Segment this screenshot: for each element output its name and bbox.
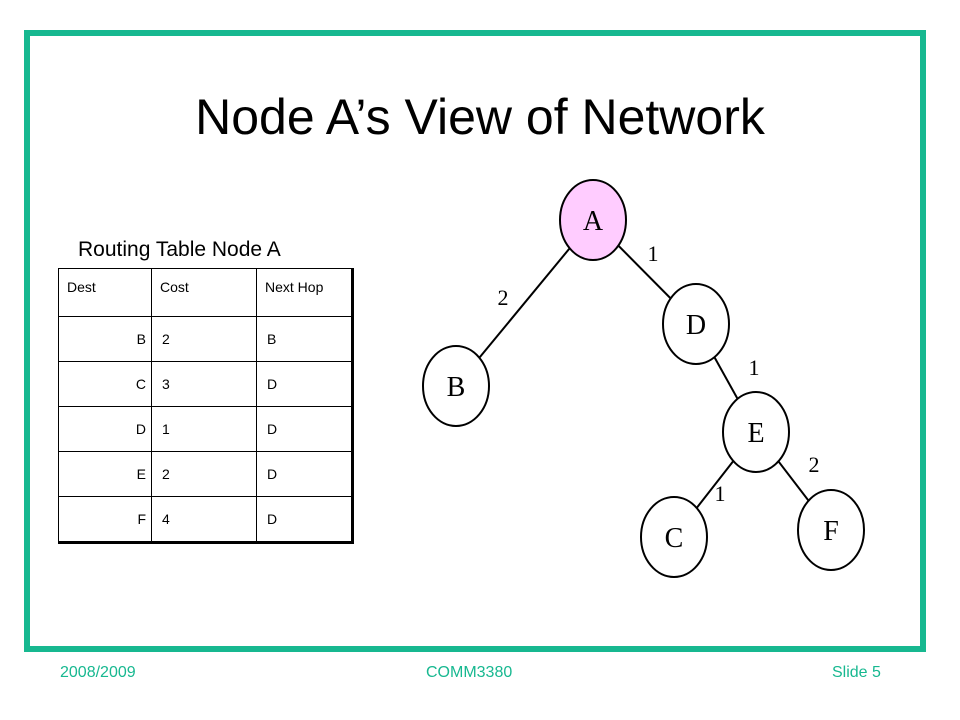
routing-table-header-row: Dest Cost Next Hop xyxy=(58,268,353,317)
node-e: E xyxy=(722,391,790,473)
cell-cost: 1 xyxy=(151,405,257,452)
node-label: E xyxy=(747,418,764,449)
cell-next-hop: D xyxy=(256,495,353,544)
table-row: B 2 B xyxy=(58,316,353,362)
routing-table-caption: Routing Table Node A xyxy=(78,238,281,261)
edge-cost-a-b: 2 xyxy=(498,285,509,310)
cell-next-hop: D xyxy=(256,360,353,407)
node-circle xyxy=(797,489,865,571)
edges-layer xyxy=(455,219,832,538)
cell-dest: F xyxy=(58,495,152,544)
node-circle xyxy=(640,496,708,578)
cell-next-hop: B xyxy=(256,316,353,362)
node-c: C xyxy=(640,496,708,578)
cell-next-hop: D xyxy=(256,450,353,497)
table-row: E 2 D xyxy=(58,450,353,497)
node-circle xyxy=(662,283,730,365)
edge-cost-d-e: 1 xyxy=(749,355,760,380)
table-row: F 4 D xyxy=(58,495,353,544)
table-row: C 3 D xyxy=(58,360,353,407)
node-label: A xyxy=(583,206,604,237)
cell-next-hop: D xyxy=(256,405,353,452)
slide-title: Node A’s View of Network xyxy=(195,89,765,145)
header-dest: Dest xyxy=(58,268,152,317)
edge-cost-e-c: 1 xyxy=(715,481,726,506)
node-d: D xyxy=(662,283,730,365)
node-b: B xyxy=(422,345,490,427)
table-row: D 1 D xyxy=(58,405,353,452)
node-circle xyxy=(559,179,627,261)
node-label: B xyxy=(447,372,466,403)
node-a: A xyxy=(559,179,627,261)
edge-cost-a-d: 1 xyxy=(648,241,659,266)
footer-year: 2008/2009 xyxy=(60,664,136,681)
edge-costs-layer: 2 1 1 1 2 xyxy=(498,241,820,506)
edge-cost-e-f: 2 xyxy=(809,452,820,477)
footer-slide-number: Slide 5 xyxy=(832,664,881,681)
node-circle xyxy=(422,345,490,427)
node-label: F xyxy=(823,516,839,547)
node-f: F xyxy=(797,489,865,571)
header-next-hop: Next Hop xyxy=(256,268,353,317)
routing-table: Dest Cost Next Hop B 2 B C 3 D D 1 D E 2… xyxy=(58,268,354,544)
node-label: C xyxy=(665,523,684,554)
cell-dest: C xyxy=(58,360,152,407)
cell-dest: D xyxy=(58,405,152,452)
cell-cost: 4 xyxy=(151,495,257,544)
cell-cost: 2 xyxy=(151,450,257,497)
footer-course: COMM3380 xyxy=(426,664,513,681)
header-cost: Cost xyxy=(151,268,257,317)
node-label: D xyxy=(686,310,706,341)
nodes-layer: A B C D E F xyxy=(422,179,865,578)
node-circle xyxy=(722,391,790,473)
